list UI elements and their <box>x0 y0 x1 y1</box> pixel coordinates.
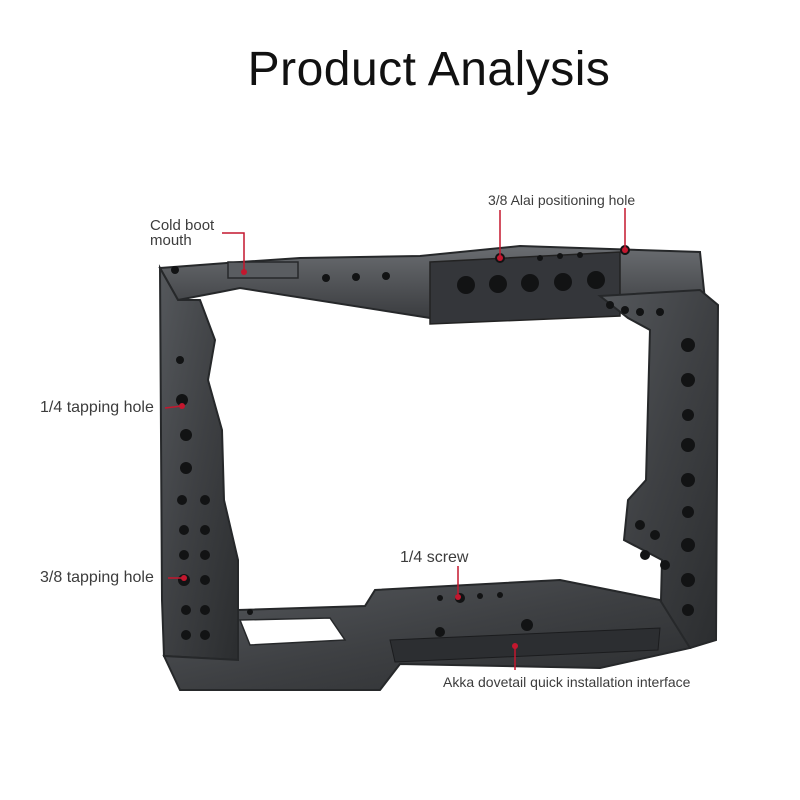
cage-left-frame <box>158 264 239 662</box>
callout-leaders <box>164 208 626 670</box>
callout-dovetail-interface: Akka dovetail quick installation interfa… <box>443 674 691 690</box>
cold-shoe-mount <box>227 261 299 279</box>
cage-bottom-plate <box>162 578 692 691</box>
callout-dots <box>179 247 628 649</box>
callout-three-eighths-tapping-hole: 3/8 tapping hole <box>40 569 154 586</box>
callout-cold-boot-line1: Cold boot <box>150 217 215 234</box>
dovetail-rail <box>389 627 661 663</box>
callout-quarter-tapping-hole: 1/4 tapping hole <box>40 399 154 416</box>
left-frame-holes <box>171 266 210 640</box>
page-title: Product Analysis <box>247 43 611 96</box>
callout-quarter-screw: 1/4 screw <box>400 549 469 566</box>
callout-alai-hole: 3/8 Alai positioning hole <box>488 192 636 208</box>
right-frame-holes <box>606 301 695 616</box>
callout-cold-boot-line2: mouth <box>150 232 192 249</box>
bottom-plate-cutout <box>238 617 347 646</box>
callout-cold-boot: Cold boot mouth <box>150 218 214 248</box>
